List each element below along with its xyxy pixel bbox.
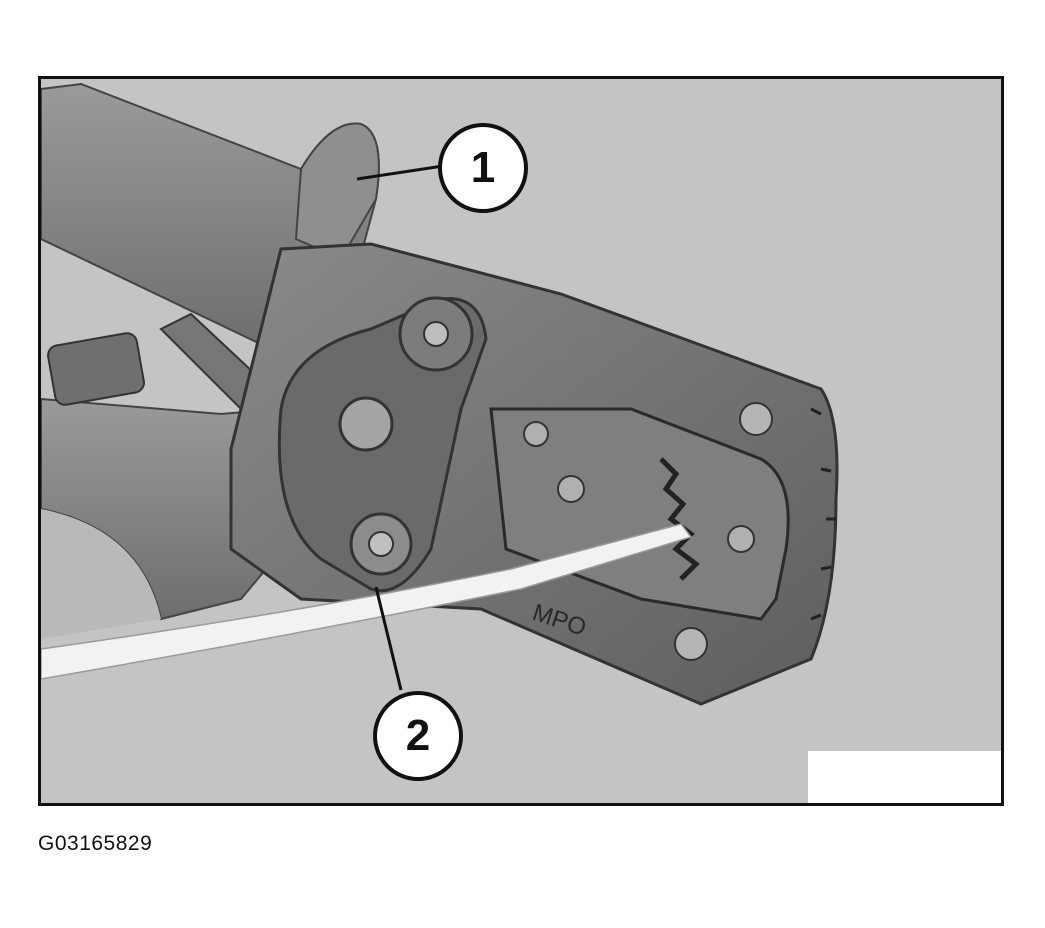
crimping-tool-photo: MPO (41, 79, 1001, 803)
figure-id: G03165829 (38, 832, 153, 855)
callout-1-label: 1 (470, 143, 496, 192)
wire (41, 523, 693, 680)
callout-1: 1 (438, 123, 528, 213)
callout-2: 2 (373, 691, 463, 781)
callout-2-label: 2 (405, 711, 431, 760)
white-corner-patch (808, 751, 1001, 803)
photo-frame: MPO 1 2 (38, 76, 1004, 806)
